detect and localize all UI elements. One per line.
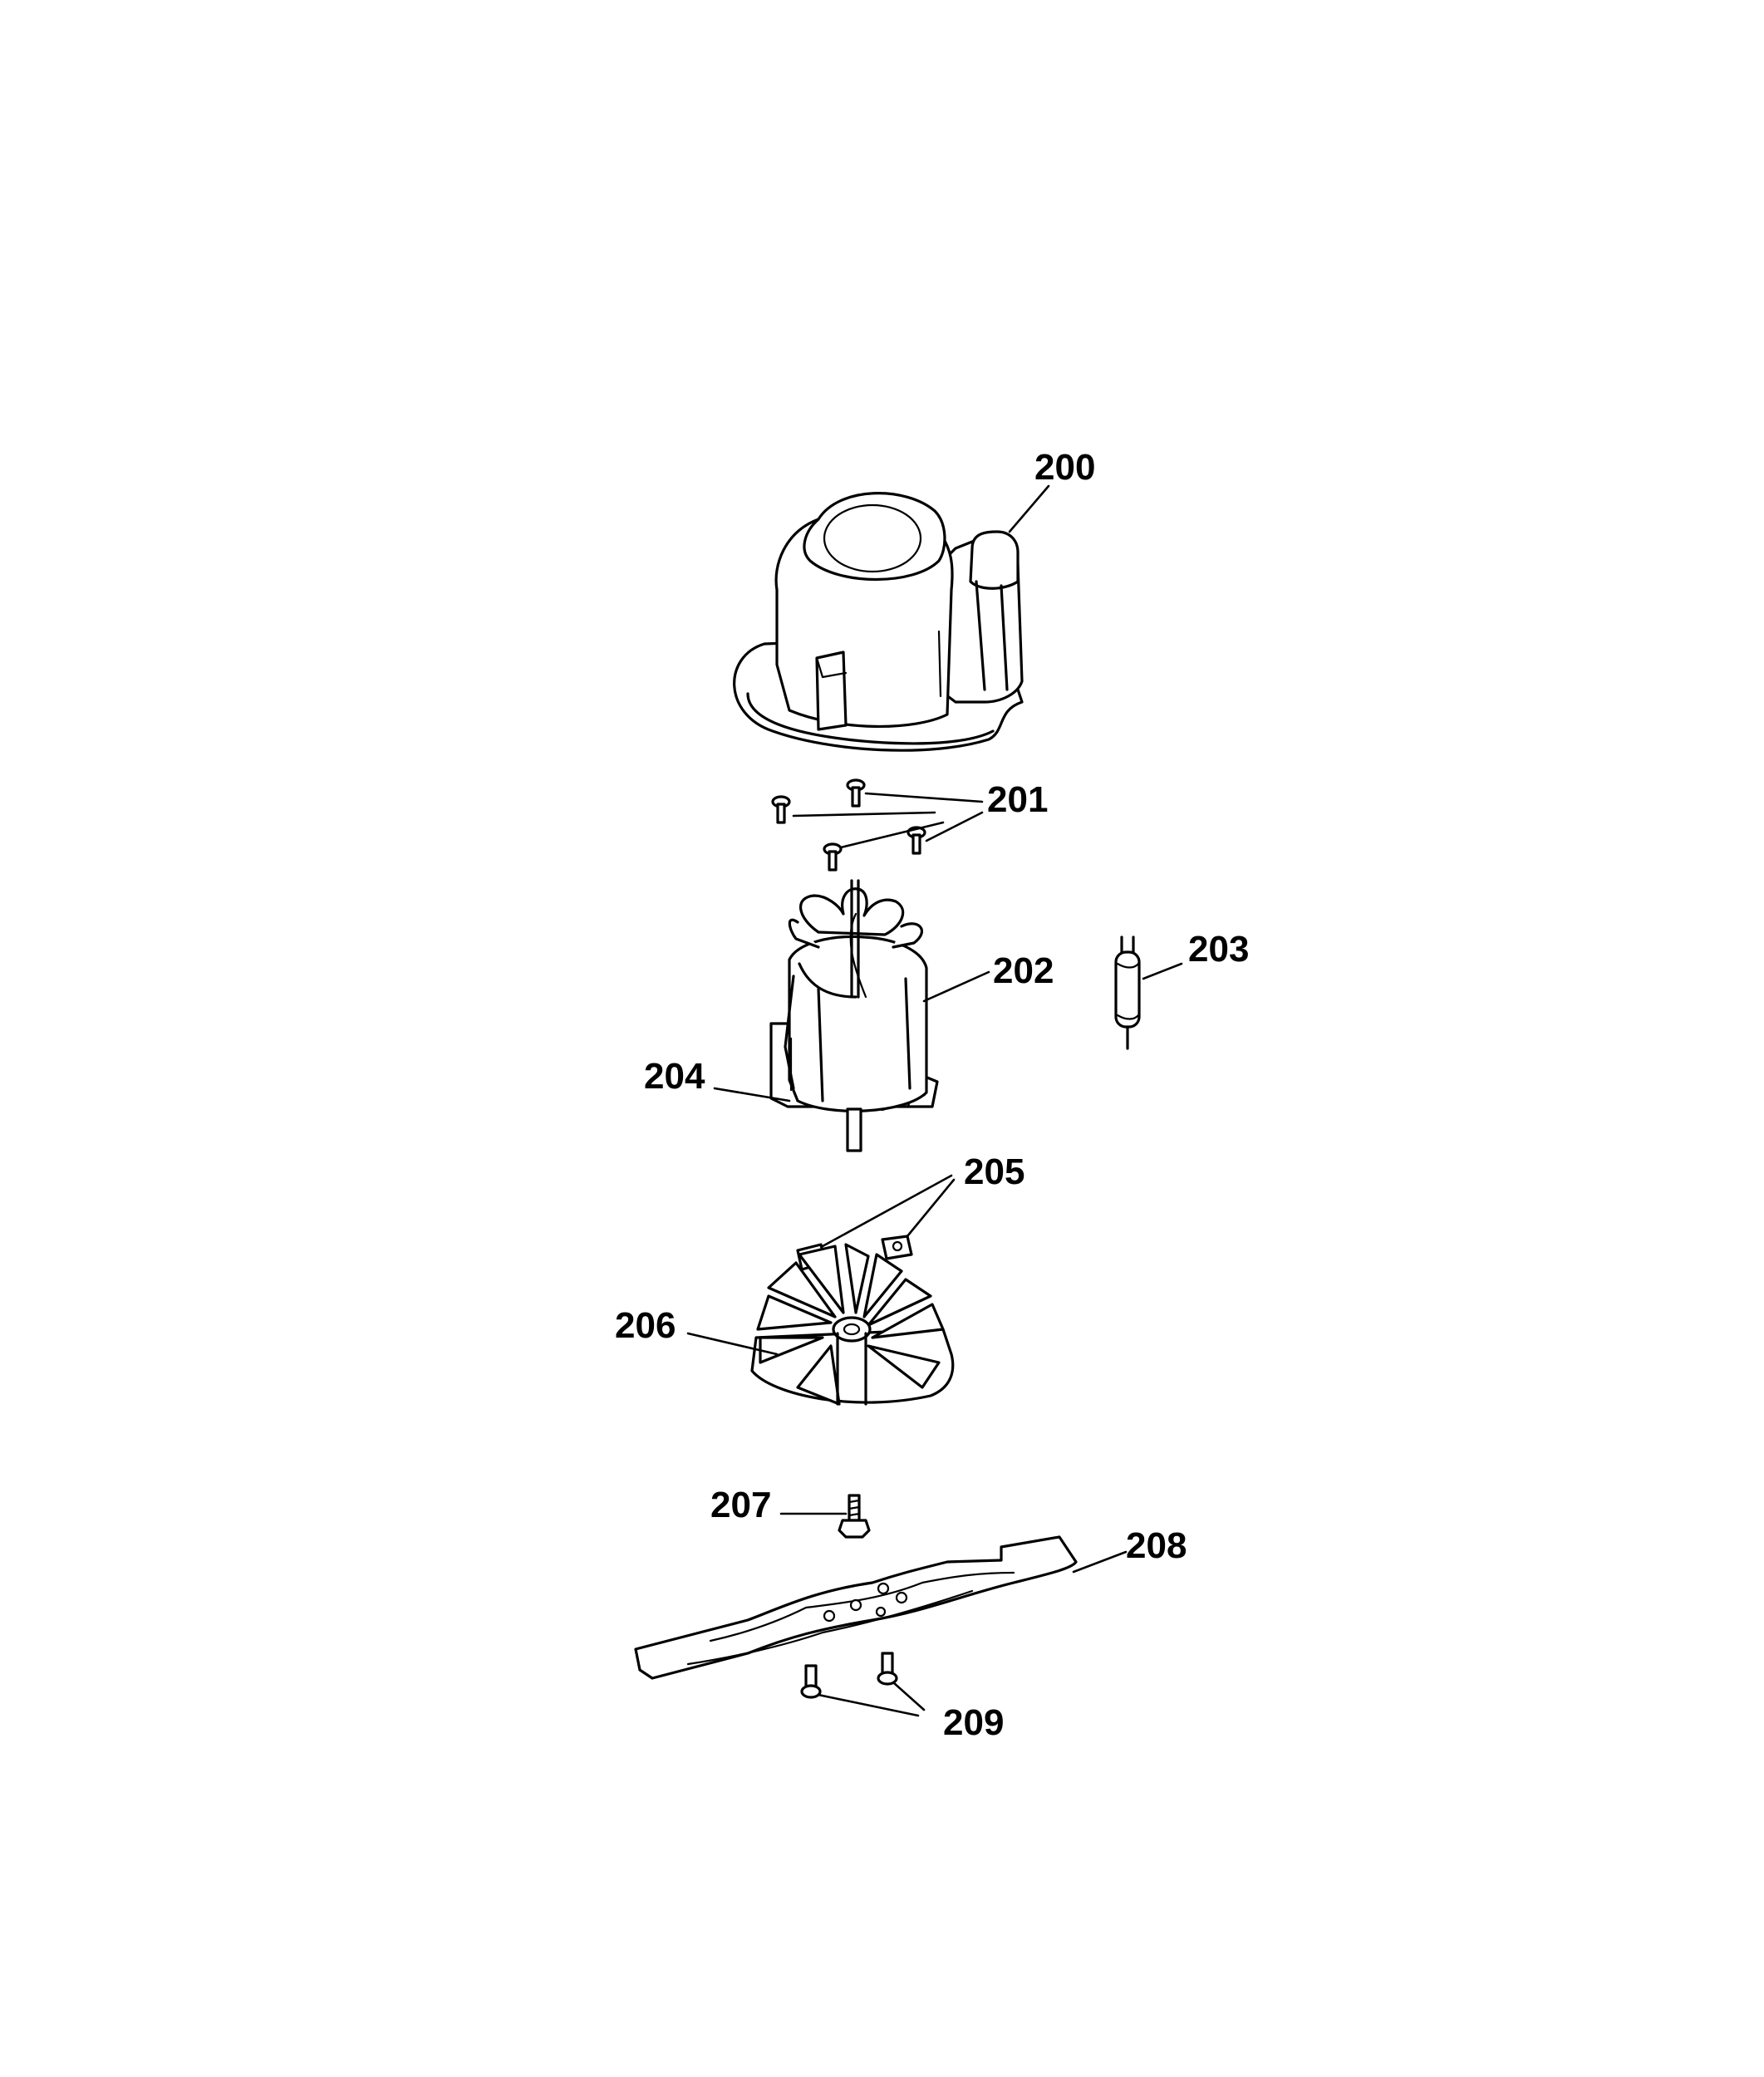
capacitor[interactable] [1114, 935, 1141, 1050]
label-206: 206 [615, 1305, 676, 1346]
screw-201-d [907, 826, 926, 855]
screw-209-b [877, 1652, 898, 1686]
label-204: 204 [644, 1056, 705, 1097]
label-202: 202 [993, 950, 1054, 991]
label-208: 208 [1126, 1525, 1187, 1566]
label-207: 207 [710, 1485, 771, 1525]
nut-205-b [881, 1235, 913, 1260]
blade-screws[interactable] [800, 1652, 898, 1699]
label-203: 203 [1188, 929, 1249, 970]
blade-bolt[interactable] [838, 1494, 871, 1539]
motor-housing[interactable] [733, 492, 1024, 752]
screw-201-b [846, 778, 866, 808]
label-209: 209 [943, 1702, 1004, 1743]
cutting-blade[interactable] [634, 1535, 1078, 1680]
label-205: 205 [964, 1151, 1024, 1192]
screw-209-a [800, 1664, 822, 1699]
screw-201-c [823, 842, 843, 872]
label-201: 201 [987, 779, 1048, 820]
screw-201-a [771, 795, 791, 824]
housing-screws[interactable] [771, 778, 926, 872]
cooling-fan[interactable] [750, 1243, 955, 1406]
label-200: 200 [1034, 447, 1095, 488]
motor-assembly[interactable] [769, 879, 939, 1152]
